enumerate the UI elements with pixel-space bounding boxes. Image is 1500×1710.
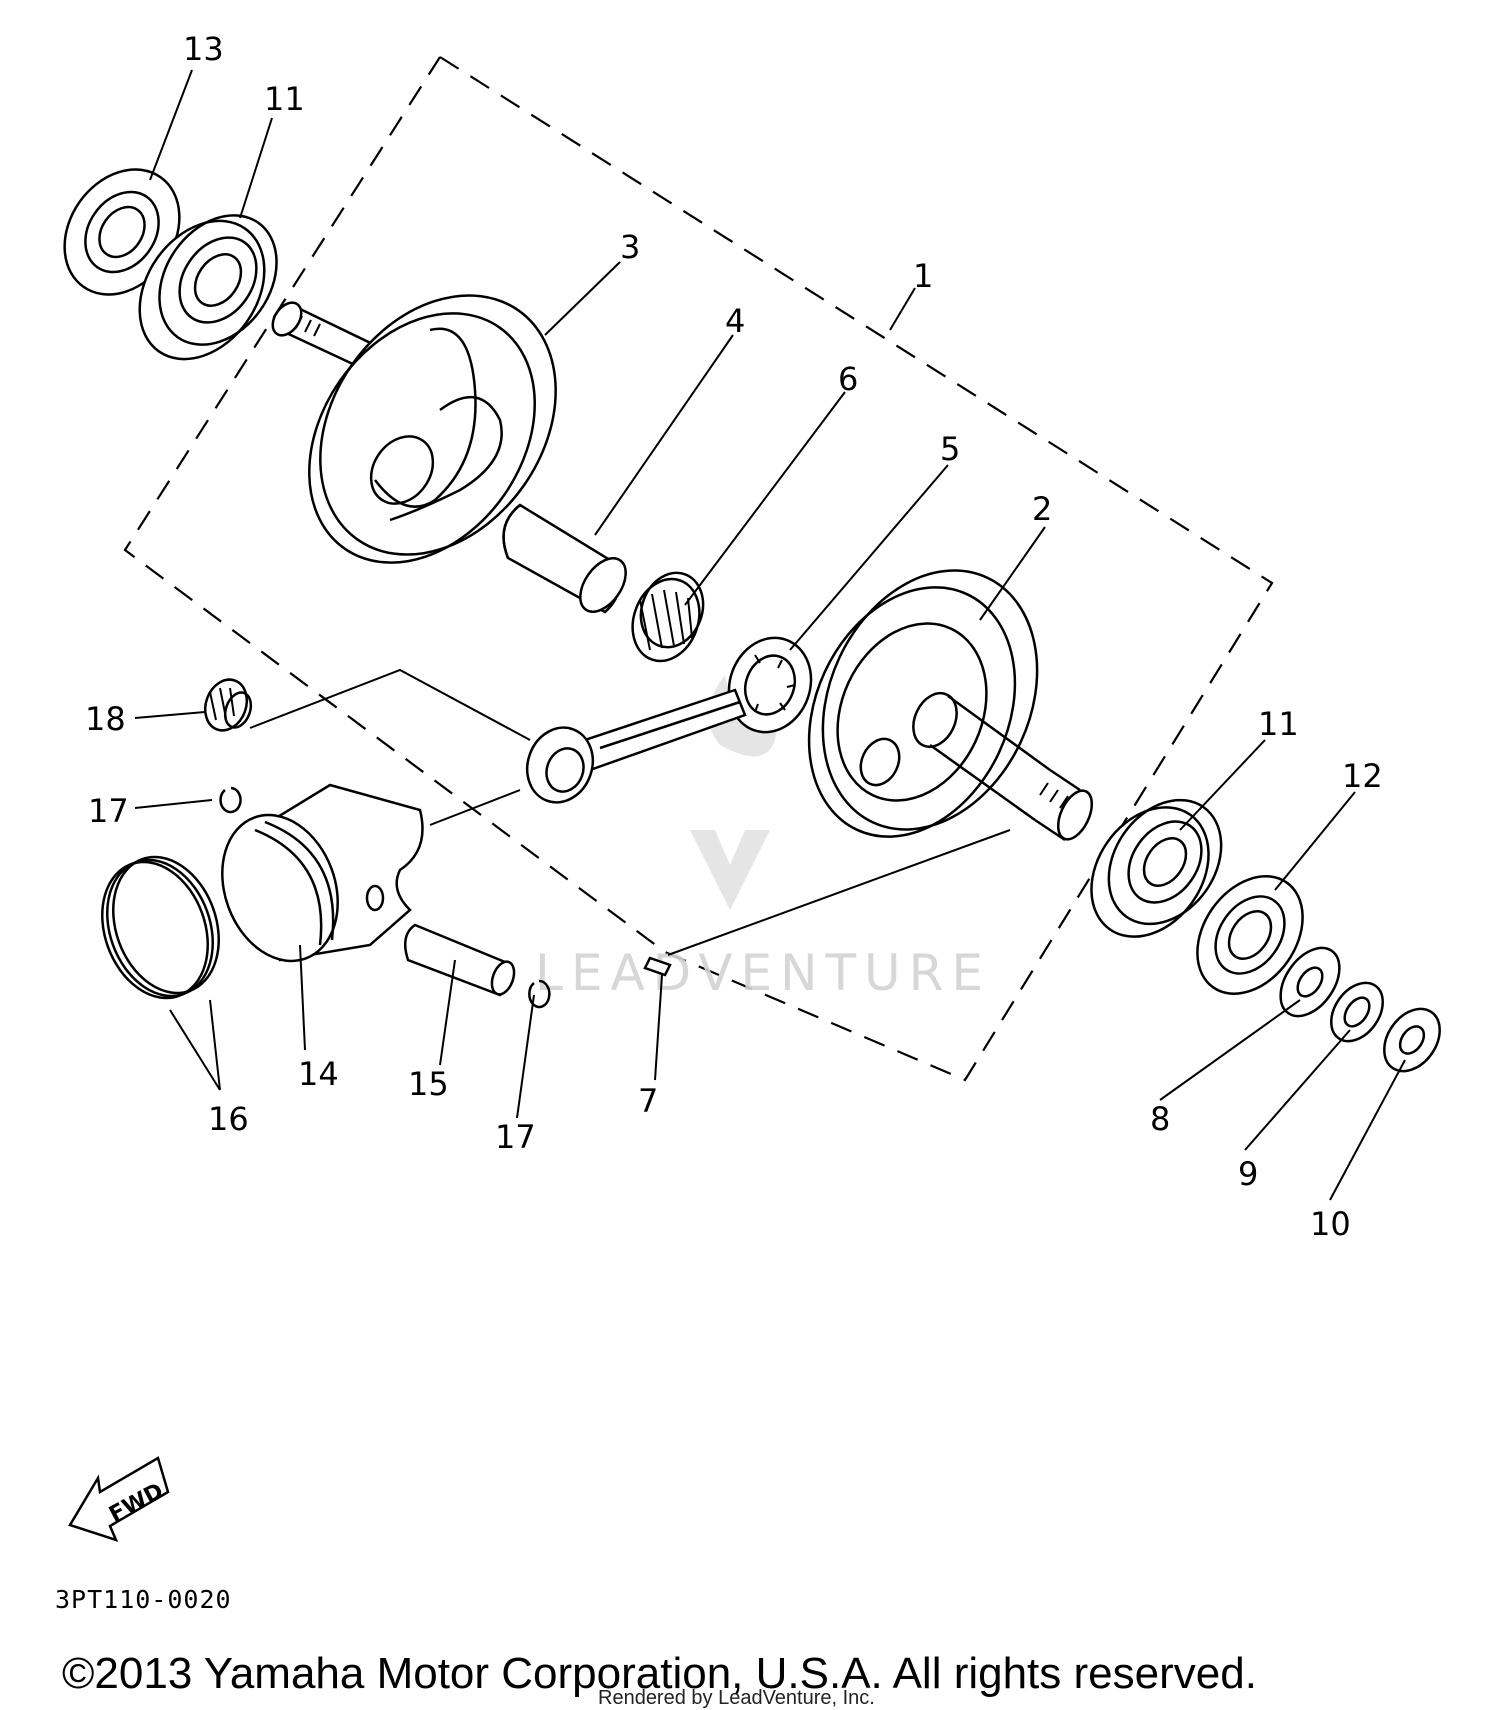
crankshaft-assembly-boundary (123, 56, 1274, 1082)
part-3-crank-half-left (271, 294, 557, 564)
callout-18: 18 (85, 700, 126, 738)
rendered-by-credit: Rendered by LeadVenture, Inc. (598, 1687, 875, 1709)
callout-6: 6 (838, 360, 858, 398)
callout-16: 16 (208, 1100, 249, 1138)
callout-12: 12 (1342, 757, 1383, 795)
part-16-piston-rings (101, 855, 220, 1000)
callout-10: 10 (1310, 1205, 1351, 1243)
callout-14: 14 (298, 1055, 339, 1093)
callout-1: 1 (913, 257, 933, 295)
part-18-small-end-bearing (203, 678, 253, 732)
part-12-oil-seal-right (1196, 875, 1304, 995)
callout-11-left: 11 (264, 80, 305, 118)
callout-7: 7 (638, 1082, 658, 1120)
part-2-crank-half-right (807, 569, 1094, 842)
part-11-bearing-right (1090, 798, 1223, 938)
copyright-notice: ©2013 Yamaha Motor Corporation, U.S.A. A… (62, 1649, 1257, 1698)
diagram-code: 3PT110-0020 (55, 1585, 232, 1614)
callout-13: 13 (183, 30, 224, 68)
part-5-connecting-rod (525, 636, 813, 804)
part-6-needle-bearing (631, 571, 705, 663)
watermark-text: LEADVENTURE (535, 944, 991, 1002)
callout-17-right: 17 (495, 1118, 536, 1156)
leadventure-watermark: LEADVENTURE (535, 670, 991, 1002)
callout-17-left: 17 (88, 792, 129, 830)
part-4-crank-pin (502, 503, 627, 614)
part-8-washer (1279, 946, 1341, 1018)
part-17-circlip-left (219, 786, 242, 814)
part-17-circlip-right (528, 979, 551, 1009)
callout-9: 9 (1238, 1155, 1258, 1193)
part-7-woodruff-key (643, 956, 672, 977)
callout-15: 15 (408, 1065, 449, 1103)
part-14-piston (221, 783, 424, 963)
callout-numbers: 13 11 3 1 4 6 5 2 11 12 18 17 14 15 16 1… (85, 30, 1383, 1243)
part-15-piston-pin (403, 923, 516, 997)
fwd-arrow-icon: FWD (68, 1456, 170, 1543)
part-11-bearing-left (138, 214, 278, 361)
leader-lines (134, 69, 1406, 1201)
part-10-nut (1383, 1007, 1441, 1073)
callout-3: 3 (620, 228, 640, 266)
part-9-lock-washer (1330, 981, 1384, 1043)
callout-2: 2 (1032, 490, 1052, 528)
callout-4: 4 (725, 302, 745, 340)
callout-5: 5 (940, 430, 960, 468)
callout-8: 8 (1150, 1100, 1170, 1138)
callout-11-right: 11 (1258, 705, 1299, 743)
